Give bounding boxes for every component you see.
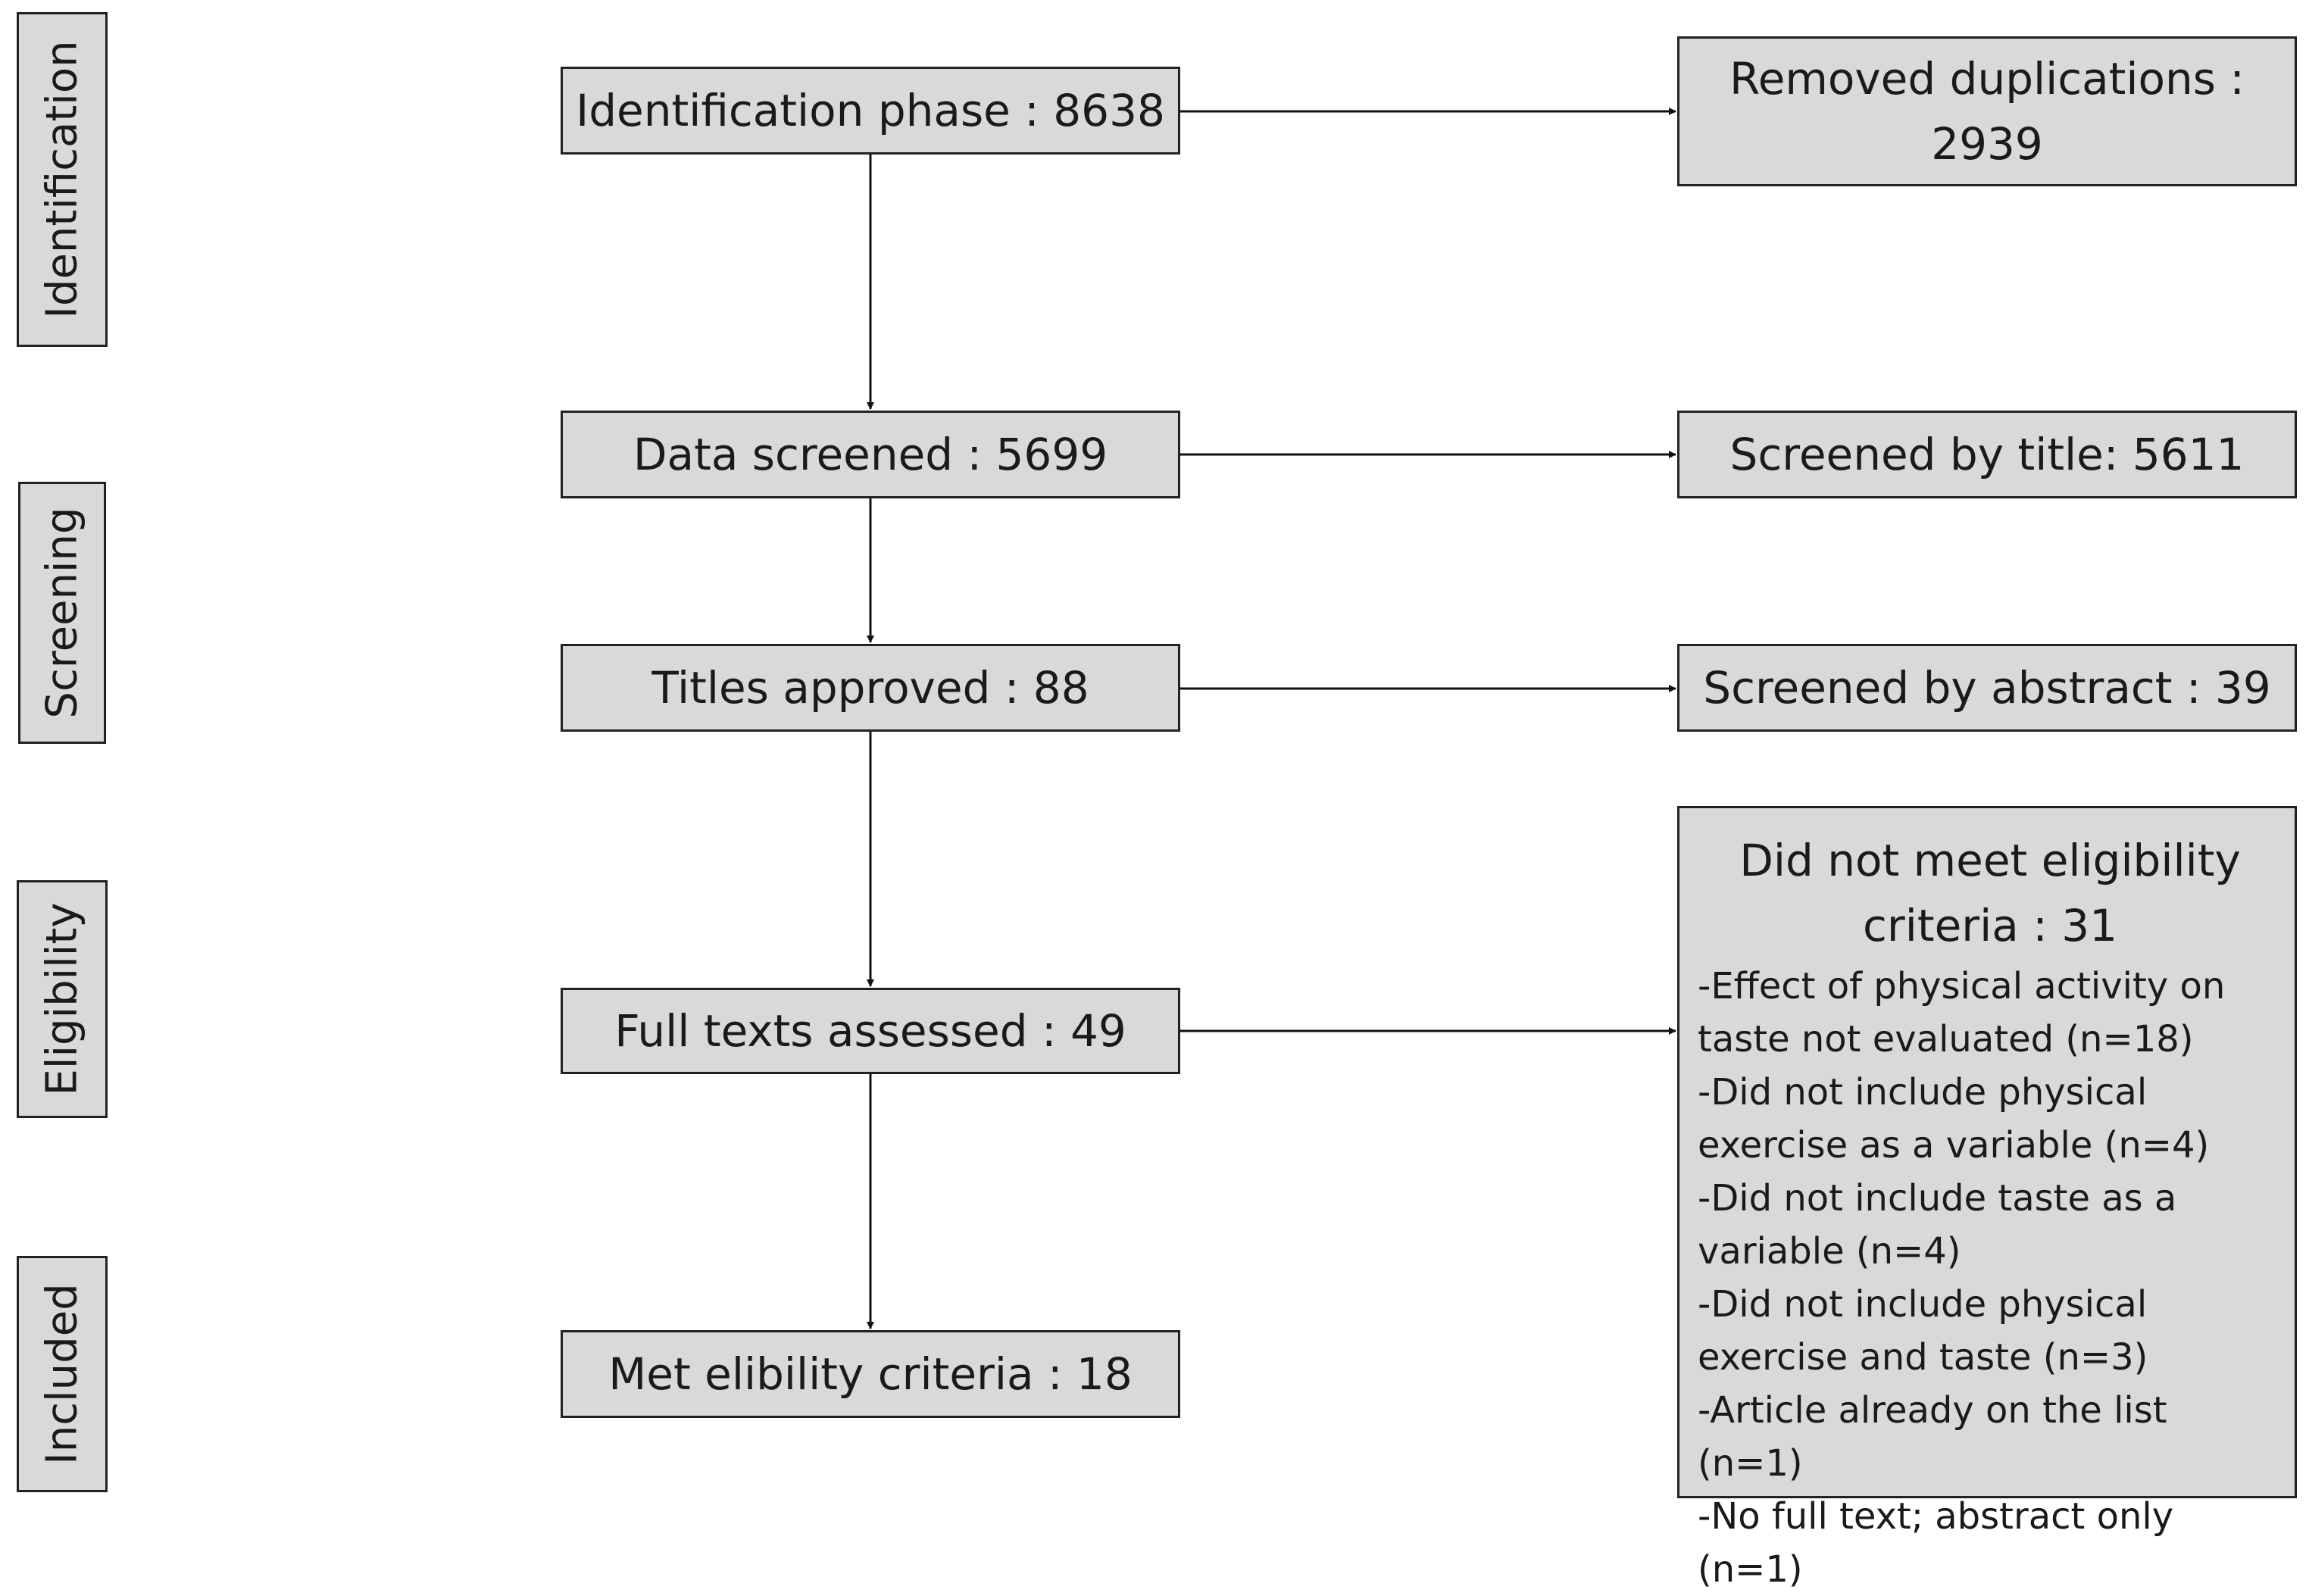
identification-box: Identification phase : 8638 — [561, 67, 1180, 155]
screened-by-title-box: Screened by title: 5611 — [1677, 411, 2297, 498]
removed-duplications-text: Removed duplications : 2939 — [1729, 53, 2245, 170]
phase-screening: Screening — [18, 482, 106, 744]
exclusion-reason-3: -Did not include taste as a variable (n=… — [1698, 1177, 2177, 1273]
data-screened-box: Data screened : 5699 — [561, 411, 1180, 498]
met-criteria-text: Met elibility criteria : 18 — [608, 1348, 1133, 1400]
screened-by-abstract-box: Screened by abstract : 39 — [1677, 644, 2297, 732]
data-screened-text: Data screened : 5699 — [633, 429, 1108, 480]
full-texts-text: Full texts assessed : 49 — [614, 1005, 1126, 1057]
flow-arrows — [867, 108, 1676, 1329]
exclusion-reason-4: -Did not include physical exercise and t… — [1698, 1283, 2148, 1379]
eligibility-exclusion-box: Did not meet eligibility criteria : 31 -… — [1677, 806, 2297, 1591]
full-texts-box: Full texts assessed : 49 — [561, 988, 1180, 1074]
identification-text: Identification phase : 8638 — [576, 85, 1165, 136]
exclusion-reason-2: -Did not include physical exercise as a … — [1698, 1071, 2210, 1167]
exclusion-reason-1: -Effect of physical activity on taste no… — [1698, 965, 2226, 1060]
eligibility-exclusion-title: Did not meet eligibility criteria : 31 — [1739, 835, 2241, 951]
titles-approved-text: Titles approved : 88 — [651, 662, 1089, 714]
phase-identification: Identification — [17, 12, 108, 347]
phase-included: Included — [17, 1256, 108, 1492]
exclusion-reason-5: -Article already on the list (n=1) — [1698, 1389, 2167, 1485]
screened-by-abstract-text: Screened by abstract : 39 — [1703, 662, 2271, 714]
screened-by-title-text: Screened by title: 5611 — [1729, 429, 2245, 480]
phase-eligibility: Eligibility — [17, 880, 108, 1118]
met-criteria-box: Met elibility criteria : 18 — [561, 1330, 1180, 1418]
titles-approved-box: Titles approved : 88 — [561, 644, 1180, 732]
removed-duplications-box: Removed duplications : 2939 — [1677, 36, 2297, 186]
